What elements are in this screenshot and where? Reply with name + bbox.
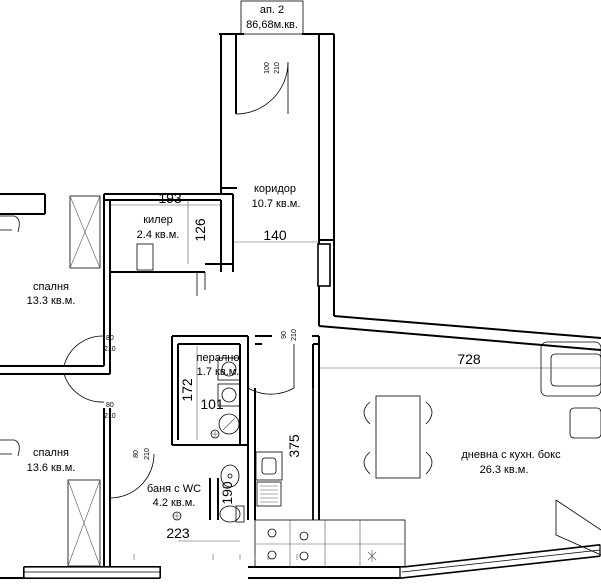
washing-machine-icon — [217, 357, 241, 435]
sink-icon — [220, 451, 283, 488]
door-marks: 100 210 90 210 80 210 80 210 80 210 — [104, 62, 298, 460]
dim-140: 140 — [263, 227, 287, 243]
sofa-icon — [540, 341, 601, 556]
dimension-lines — [110, 200, 601, 542]
walls — [0, 33, 601, 579]
bed-icon — [0, 215, 20, 457]
room-labels: коридор 10.7 кв.м. килер 2.4 кв.м. спалн… — [27, 183, 562, 509]
laundry-name: перално — [197, 352, 240, 364]
bedroom2-area: 13.6 кв.м. — [27, 462, 76, 474]
dim-190: 190 — [219, 481, 235, 505]
apartment-header: ап. 2 86,68м.кв. — [240, 0, 304, 35]
living-area: 26.3 кв.м. — [480, 464, 529, 476]
bedroom1-area: 13.3 кв.м. — [27, 295, 76, 307]
corridor-name: коридор — [254, 183, 296, 195]
dim-375: 375 — [286, 434, 302, 458]
floor-drain-icon — [172, 429, 220, 521]
label-text: 80 — [106, 335, 114, 342]
wardrobe-icon — [67, 195, 154, 567]
label-text: 90 — [281, 331, 288, 339]
label-text: 210 — [104, 413, 116, 420]
dim-126: 126 — [192, 218, 208, 242]
bedroom2-name: спалня — [33, 447, 69, 459]
bathroom-name: баня с WC — [147, 483, 201, 495]
toilet-icon — [219, 505, 245, 523]
bathroom-area: 4.2 кв.м. — [153, 497, 196, 509]
living-name: дневна с кухн. бокс — [461, 449, 561, 461]
dining-table-icon — [363, 395, 433, 479]
dim-223: 223 — [166, 525, 190, 541]
kitchen-counter — [254, 519, 406, 568]
stove-icon — [267, 528, 377, 562]
corridor-area: 10.7 кв.м. — [252, 198, 301, 210]
label-text: 210 — [104, 346, 116, 353]
label-text: 210 — [144, 448, 151, 460]
laundry-area: 1.7 кв.м. — [197, 366, 240, 378]
storage-name: килер — [143, 214, 173, 226]
dimension-values: 193 126 140 728 172 101 375 190 223 — [158, 190, 481, 541]
apartment-area: 86,68м.кв. — [246, 19, 298, 31]
dim-728: 728 — [457, 351, 481, 367]
bedroom1-name: спалня — [33, 281, 69, 293]
label-text: 80 — [133, 450, 140, 458]
label-text: 210 — [274, 62, 281, 74]
storage-area: 2.4 кв.м. — [137, 229, 180, 241]
label-text: 80 — [106, 402, 114, 409]
apartment-label: ап. 2 — [260, 4, 284, 16]
dim-193: 193 — [158, 190, 182, 206]
shower-tray-icon — [256, 481, 282, 507]
door-swings — [63, 61, 295, 499]
dim-101: 101 — [200, 396, 224, 412]
label-text: 100 — [264, 62, 271, 74]
dimension-ticks — [133, 554, 298, 560]
dim-172: 172 — [179, 378, 195, 402]
label-text: 210 — [291, 329, 298, 341]
